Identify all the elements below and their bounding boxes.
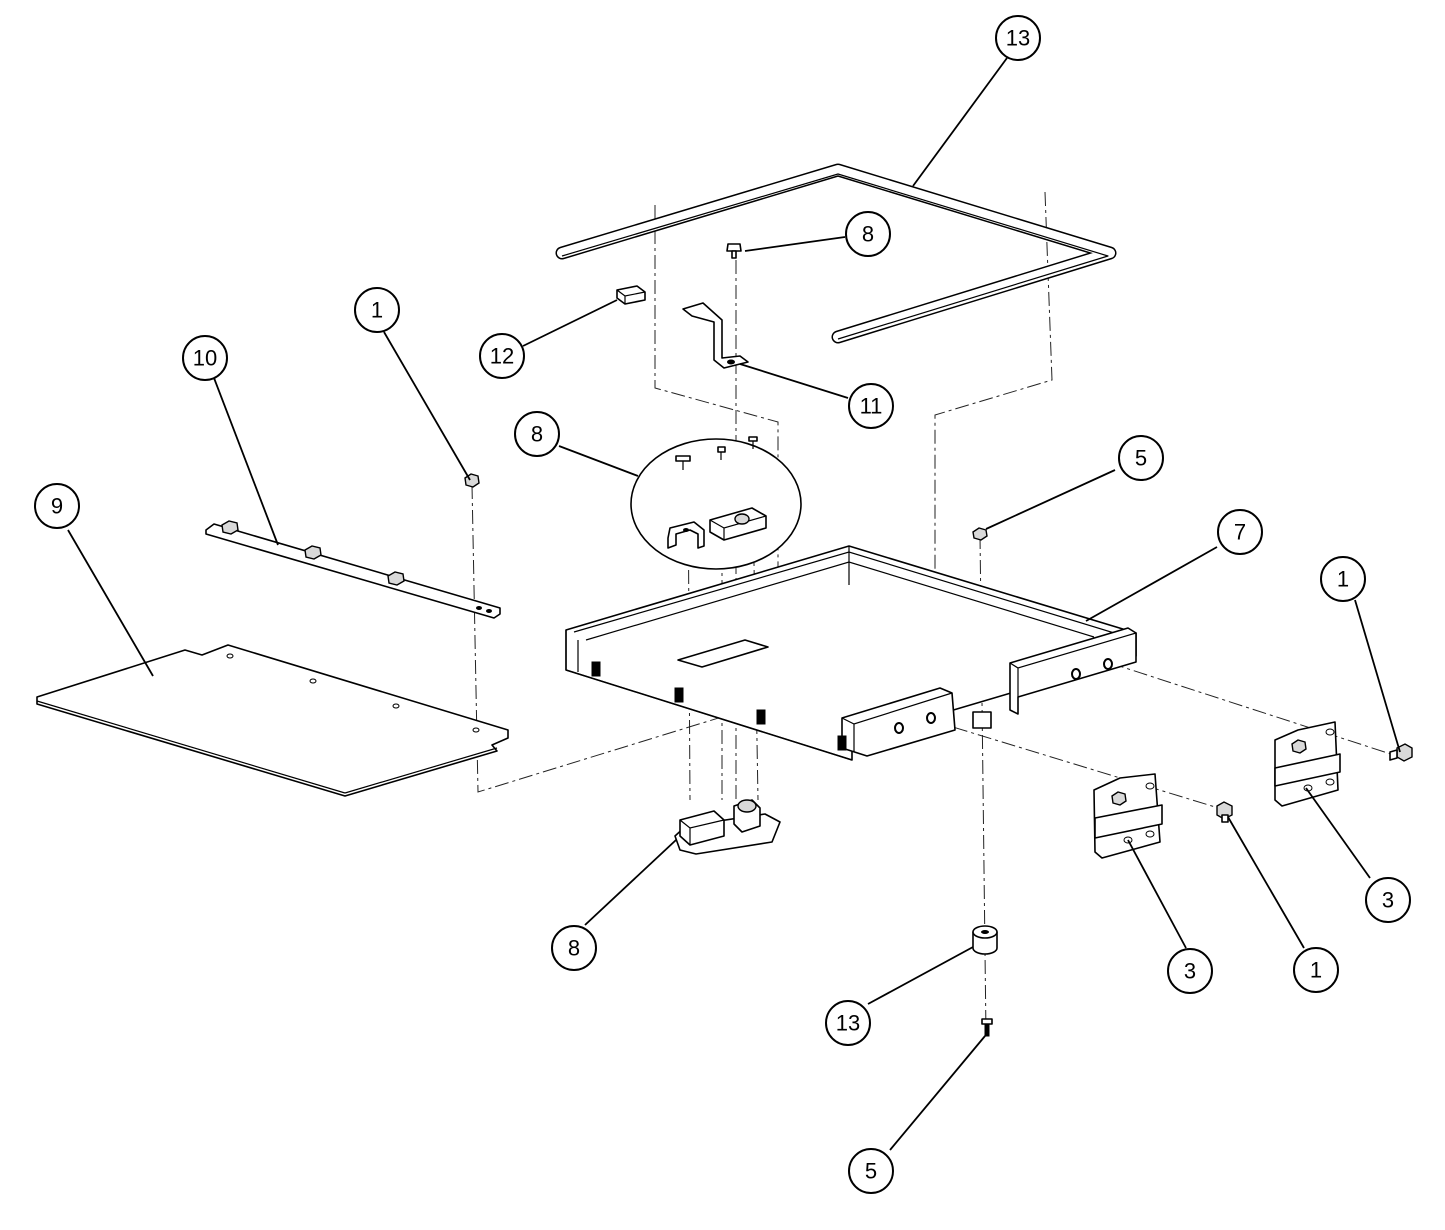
- angle-bracket: [682, 302, 749, 369]
- balloon-1-bottom: 1: [1293, 947, 1339, 993]
- hinge-right: [1274, 721, 1341, 807]
- balloon-label: 13: [1006, 26, 1030, 51]
- balloon-3-right: 3: [1365, 877, 1411, 923]
- balloon-8-middle: 8: [514, 411, 560, 457]
- balloon-13-top: 13: [995, 15, 1041, 61]
- balloon-13-bottom: 13: [825, 1000, 871, 1046]
- rubber-pad: [616, 285, 646, 305]
- balloon-1-left: 1: [354, 287, 400, 333]
- balloon-label: 7: [1234, 520, 1246, 545]
- screw-top: [726, 243, 742, 259]
- balloon-label: 8: [568, 936, 580, 961]
- latch-detail-circle: [630, 436, 802, 570]
- balloon-label: 5: [1135, 446, 1147, 471]
- balloon-5-bottom: 5: [848, 1148, 894, 1194]
- screw-middle: [1216, 801, 1233, 823]
- balloon-label: 5: [865, 1159, 877, 1184]
- balloon-label: 1: [1337, 567, 1349, 592]
- screw-right: [1389, 743, 1413, 762]
- balloon-label: 12: [490, 344, 514, 369]
- balloon-8-top: 8: [845, 211, 891, 257]
- mounting-strip: [205, 520, 501, 619]
- balloon-label: 13: [836, 1011, 860, 1036]
- balloon-8-bottom: 8: [551, 925, 597, 971]
- balloon-5-top: 5: [1118, 435, 1164, 481]
- balloon-label: 1: [1310, 958, 1322, 983]
- balloon-label: 1: [371, 298, 383, 323]
- leader-lines: [67, 57, 1401, 1151]
- latch-assembly: [674, 799, 781, 855]
- balloon-11: 11: [848, 383, 894, 429]
- balloon-10: 10: [182, 335, 228, 381]
- hinge-middle: [1093, 773, 1163, 859]
- balloon-label: 3: [1184, 959, 1196, 984]
- balloon-3-middle: 3: [1167, 948, 1213, 994]
- balloon-9: 9: [34, 483, 80, 529]
- spacer-bushing: [972, 925, 998, 955]
- balloon-label: 9: [51, 494, 63, 519]
- balloon-7: 7: [1217, 509, 1263, 555]
- base-plate: [36, 644, 509, 797]
- balloon-label: 3: [1382, 888, 1394, 913]
- gasket-seal-u-shape: [555, 163, 1117, 344]
- balloon-label: 8: [531, 422, 543, 447]
- balloon-label: 10: [193, 346, 217, 371]
- balloon-label: 11: [860, 394, 883, 419]
- balloon-label: 8: [862, 222, 874, 247]
- balloon-12: 12: [479, 333, 525, 379]
- screw-bottom: [981, 1018, 993, 1037]
- main-tray: [565, 545, 1137, 761]
- nut-top: [972, 527, 988, 541]
- balloon-1-right: 1: [1320, 556, 1366, 602]
